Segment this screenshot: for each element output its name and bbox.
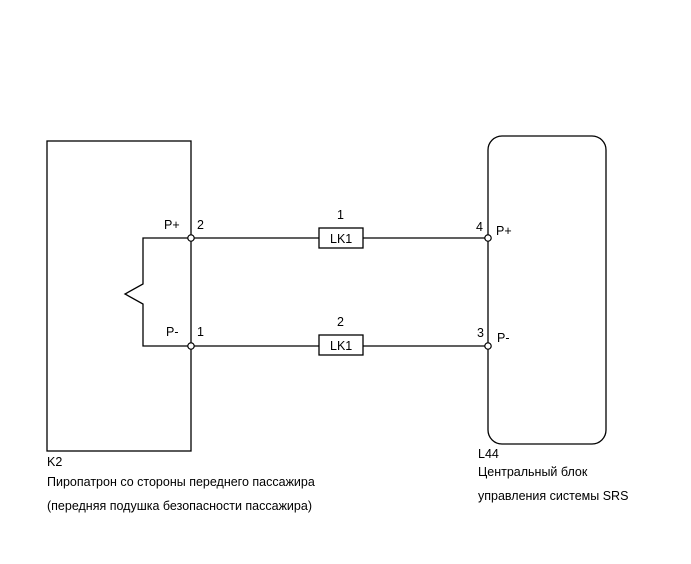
- l44-pin-4-label: P+: [496, 224, 512, 238]
- k2-component-box: [46, 140, 192, 452]
- k2-component-code: K2: [47, 455, 62, 469]
- wire-2-number: 2: [337, 315, 344, 329]
- squib-element-symbol: [123, 237, 191, 347]
- wire-2-connector-label: LK1: [330, 339, 352, 353]
- wire-1-number: 1: [337, 208, 344, 222]
- k2-pin-2-terminal: [187, 234, 195, 242]
- k2-pin-1-number: 1: [197, 325, 204, 339]
- wire-2-connector-box: [318, 334, 364, 356]
- l44-pin-3-label: P-: [497, 331, 510, 345]
- wire-1-connector-box: [318, 227, 364, 249]
- l44-component-name-line1: Центральный блок: [478, 465, 588, 479]
- l44-pin-3-number: 3: [477, 326, 484, 340]
- l44-component-box: [487, 135, 607, 445]
- wire-1-connector-label: LK1: [330, 232, 352, 246]
- k2-pin-2-number: 2: [197, 218, 204, 232]
- l44-pin-3-terminal: [484, 342, 492, 350]
- k2-pin-1-label: P-: [166, 325, 179, 339]
- k2-component-name-line1: Пиропатрон со стороны переднего пассажир…: [47, 475, 315, 489]
- l44-component-name-line2: управления системы SRS: [478, 489, 628, 503]
- k2-pin-1-terminal: [187, 342, 195, 350]
- l44-pin-4-number: 4: [476, 220, 483, 234]
- l44-component-code: L44: [478, 447, 499, 461]
- k2-component-name-line2: (передняя подушка безопасности пассажира…: [47, 499, 312, 513]
- k2-pin-2-label: P+: [164, 218, 180, 232]
- l44-pin-4-terminal: [484, 234, 492, 242]
